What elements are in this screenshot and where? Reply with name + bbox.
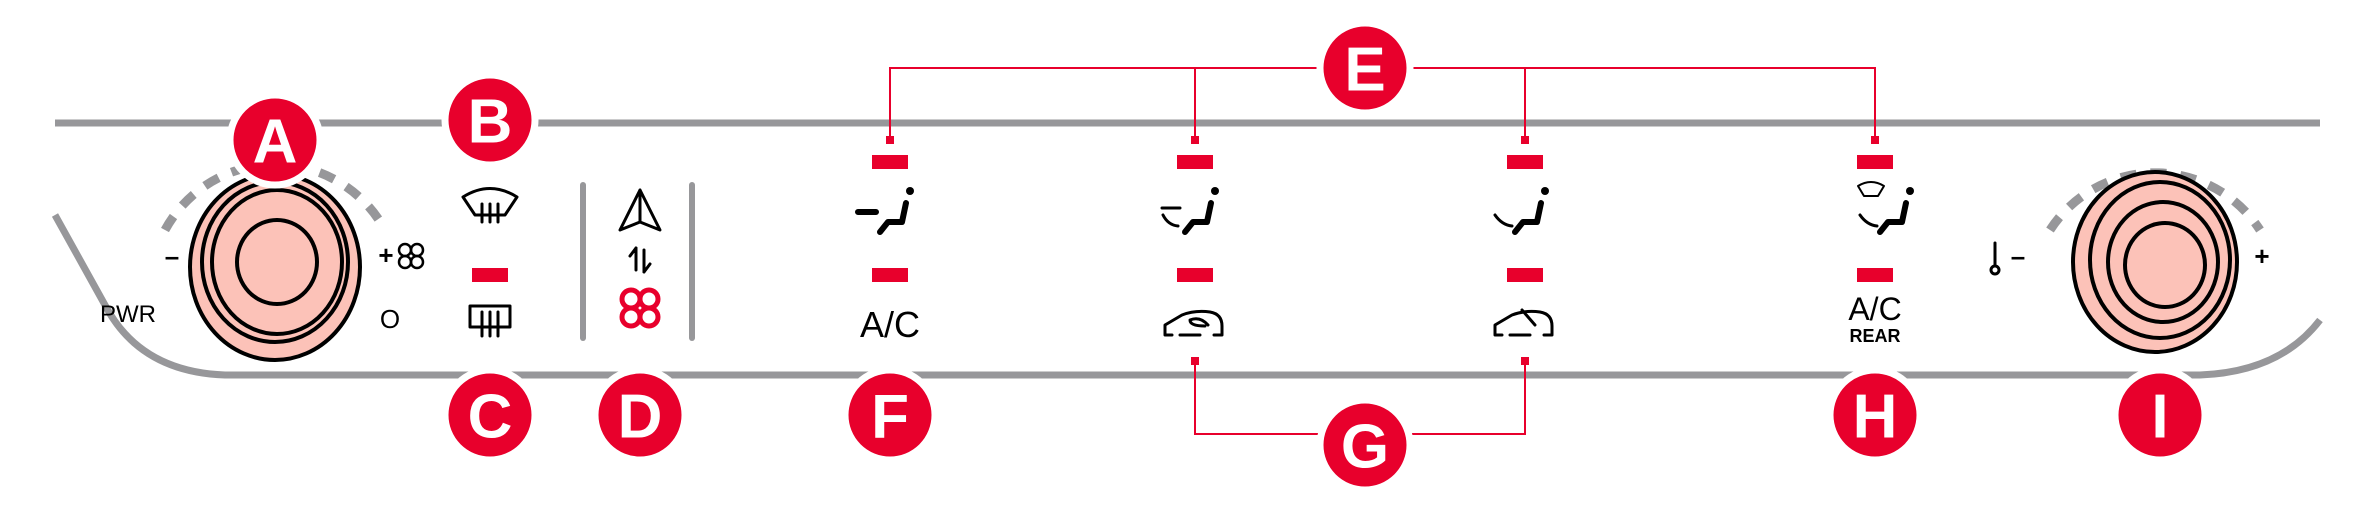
- face-vent-icon: [855, 187, 914, 235]
- recirculate-air-icon: [1163, 309, 1224, 337]
- rear-label: REAR: [1849, 326, 1900, 346]
- fan-minus-label: –: [165, 241, 179, 271]
- recirculate-air-button[interactable]: [1163, 309, 1224, 337]
- temp-minus-label: –: [2011, 241, 2025, 271]
- thermometer-icon: [1989, 241, 2001, 276]
- svg-text:F: F: [871, 383, 909, 452]
- recirculation-indicator: [1177, 268, 1213, 282]
- callout-h: H: [1826, 366, 1924, 464]
- svg-text:G: G: [1341, 413, 1389, 482]
- rear-defrost-button[interactable]: [468, 304, 512, 338]
- callout-e: E: [1316, 19, 1414, 117]
- svg-text:A: A: [253, 108, 298, 177]
- callout-i: I: [2111, 366, 2209, 464]
- off-label: O: [380, 304, 400, 334]
- panel-bottom-edge: [51, 213, 2323, 379]
- defrost-indicator: [472, 268, 508, 282]
- ac-indicator: [872, 268, 908, 282]
- callout-g: G: [1316, 396, 1414, 494]
- ac-rear-button[interactable]: A/C REAR: [1848, 291, 1901, 346]
- svg-text:I: I: [2151, 383, 2168, 452]
- fan-plus-label: +: [378, 240, 393, 270]
- svg-text:H: H: [1853, 383, 1898, 452]
- callout-f: F: [841, 366, 939, 464]
- fan-speed-knob[interactable]: [161, 159, 389, 362]
- temperature-knob[interactable]: [2046, 168, 2264, 354]
- svg-text:B: B: [468, 88, 513, 157]
- windshield-defrost-icon: [461, 187, 519, 224]
- face-vent-button[interactable]: [855, 155, 914, 235]
- callout-d: D: [591, 366, 689, 464]
- windshield-defrost-button[interactable]: [461, 187, 519, 224]
- fan-mode-button[interactable]: [619, 287, 661, 329]
- foot-vent-button[interactable]: [1493, 155, 1549, 235]
- face-foot-vent-button[interactable]: [1160, 155, 1219, 235]
- foot-vent-icon: [1493, 187, 1549, 235]
- callout-a: A: [226, 91, 324, 189]
- foot-defrost-vent-button[interactable]: [1857, 155, 1914, 235]
- svg-text:D: D: [618, 383, 663, 452]
- face-foot-vent-icon: [1160, 187, 1219, 235]
- temp-plus-label: +: [2254, 241, 2269, 271]
- swap-arrows-icon: [628, 246, 652, 274]
- callout-c: C: [441, 366, 539, 464]
- svg-text:C: C: [468, 383, 513, 452]
- ac-rear-indicator: [1857, 268, 1893, 282]
- power-label: PWR: [100, 301, 156, 328]
- rear-defrost-icon: [468, 304, 512, 338]
- fan-icon: [619, 287, 661, 329]
- fresh-air-icon: [1493, 308, 1554, 337]
- fresh-air-indicator: [1507, 268, 1543, 282]
- navigation-icon: [618, 188, 662, 232]
- svg-text:E: E: [1344, 36, 1385, 105]
- fresh-air-button[interactable]: [1493, 308, 1554, 337]
- ac-rear-label: A/C: [1848, 291, 1901, 327]
- callout-b: B: [441, 71, 539, 169]
- ac-button[interactable]: A/C: [860, 304, 920, 345]
- fan-icon: [397, 242, 425, 270]
- callout-e-leaders: [886, 67, 1879, 144]
- foot-defrost-vent-icon: [1857, 181, 1914, 235]
